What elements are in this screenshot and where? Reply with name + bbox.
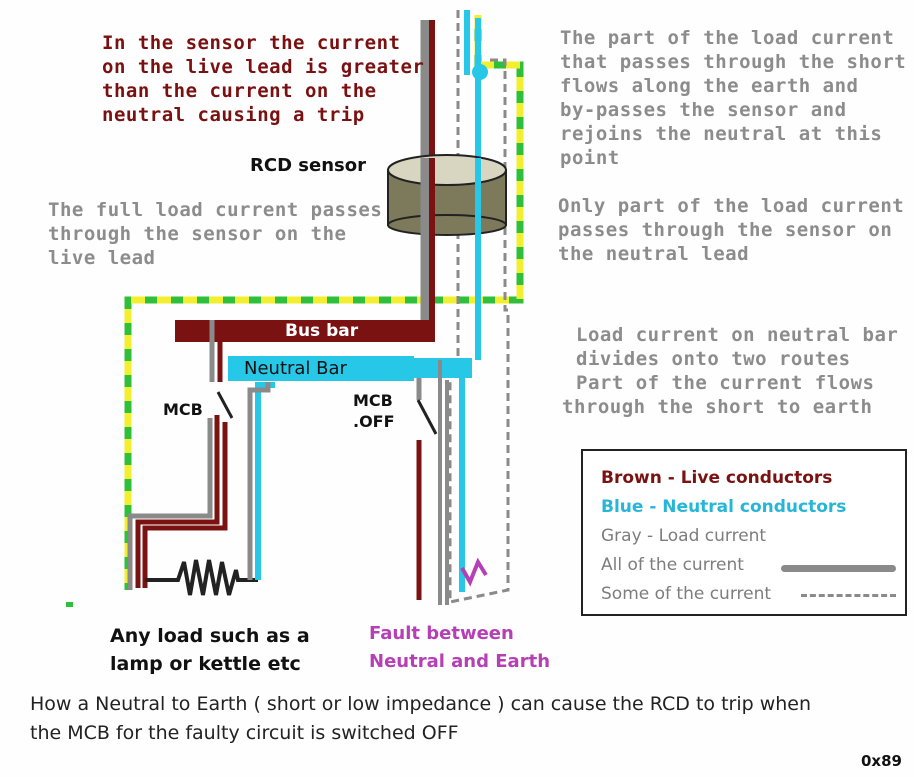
rcd-sensor-label: RCD sensor [250,155,366,176]
legend-dashed-line [801,594,896,597]
text-line: MCB [353,391,393,410]
text-line: than the current on the [102,80,377,102]
legend-live: Brown - Live conductors [601,468,833,488]
text-line: Load current on neutral bar [576,324,899,346]
text-line: point [560,147,620,169]
fault-label: Fault between Neutral and Earth [369,620,550,676]
code-label: 0x89 [861,752,902,770]
neutral-bar [228,356,414,381]
text-line: the MCB for the faulty circuit is switch… [30,722,459,744]
legend-neutral: Blue - Neutral conductors [601,497,847,517]
text-line: flows along the earth and [560,75,859,97]
text-line: live lead [48,247,156,269]
text-line: passes through the sensor on [558,219,893,241]
text-line: Part of the current flows [576,372,875,394]
text-line: neutral causing a trip [102,104,365,126]
rcd-sensor [387,154,507,236]
text-line: through the short to earth [562,396,873,418]
text-line: Only part of the load current [558,195,905,217]
text-line: Fault between [369,623,514,644]
text-line: by-passes the sensor and [560,99,847,121]
text-line: In the sensor the current [102,32,401,54]
text-line: through the sensor on the [48,223,347,245]
bus-bar [175,320,435,342]
legend: Brown - Live conductors Blue - Neutral c… [581,449,907,616]
sensor-explanation: In the sensor the current on the live le… [102,31,424,127]
earth-return-path [448,58,510,604]
text-line: Neutral and Earth [369,651,551,672]
legend-load: Gray - Load current [601,526,767,546]
legend-solid-line [781,565,896,572]
text-line: How a Neutral to Earth ( short or low im… [30,693,812,715]
text-line: that passes through the short [560,51,907,73]
mcb-label: MCB [163,400,203,419]
full-load-note: The full load current passes through the… [48,198,382,270]
legend-some: Some of the current [601,584,772,604]
text-line: The part of the load current [560,27,895,49]
text-line: lamp or kettle etc [110,653,301,675]
bus-bar-label: Bus bar [285,321,359,341]
text-line: divides onto two routes [576,348,851,370]
caption: How a Neutral to Earth ( short or low im… [30,690,811,748]
neutral-sensor-note: Only part of the load current passes thr… [558,194,904,266]
mcb-off-label: MCB .OFF [353,390,395,432]
short-path-note: The part of the load current that passes… [560,26,906,170]
text-line: rejoins the neutral at this [560,123,883,145]
neutral-bar-label: Neutral Bar [244,358,347,379]
text-line: The full load current passes [48,199,383,221]
text-line: Any load such as a [110,625,310,647]
load-label: Any load such as a lamp or kettle etc [110,622,310,678]
left-circuit [127,320,275,596]
text-line: on the live lead is greater [102,56,425,78]
neutral-bar-note: Load current on neutral bar divides onto… [562,323,898,419]
faulty-circuit [416,360,488,605]
text-line: .OFF [353,412,395,431]
text-line: the neutral lead [558,243,750,265]
legend-all: All of the current [601,555,744,575]
